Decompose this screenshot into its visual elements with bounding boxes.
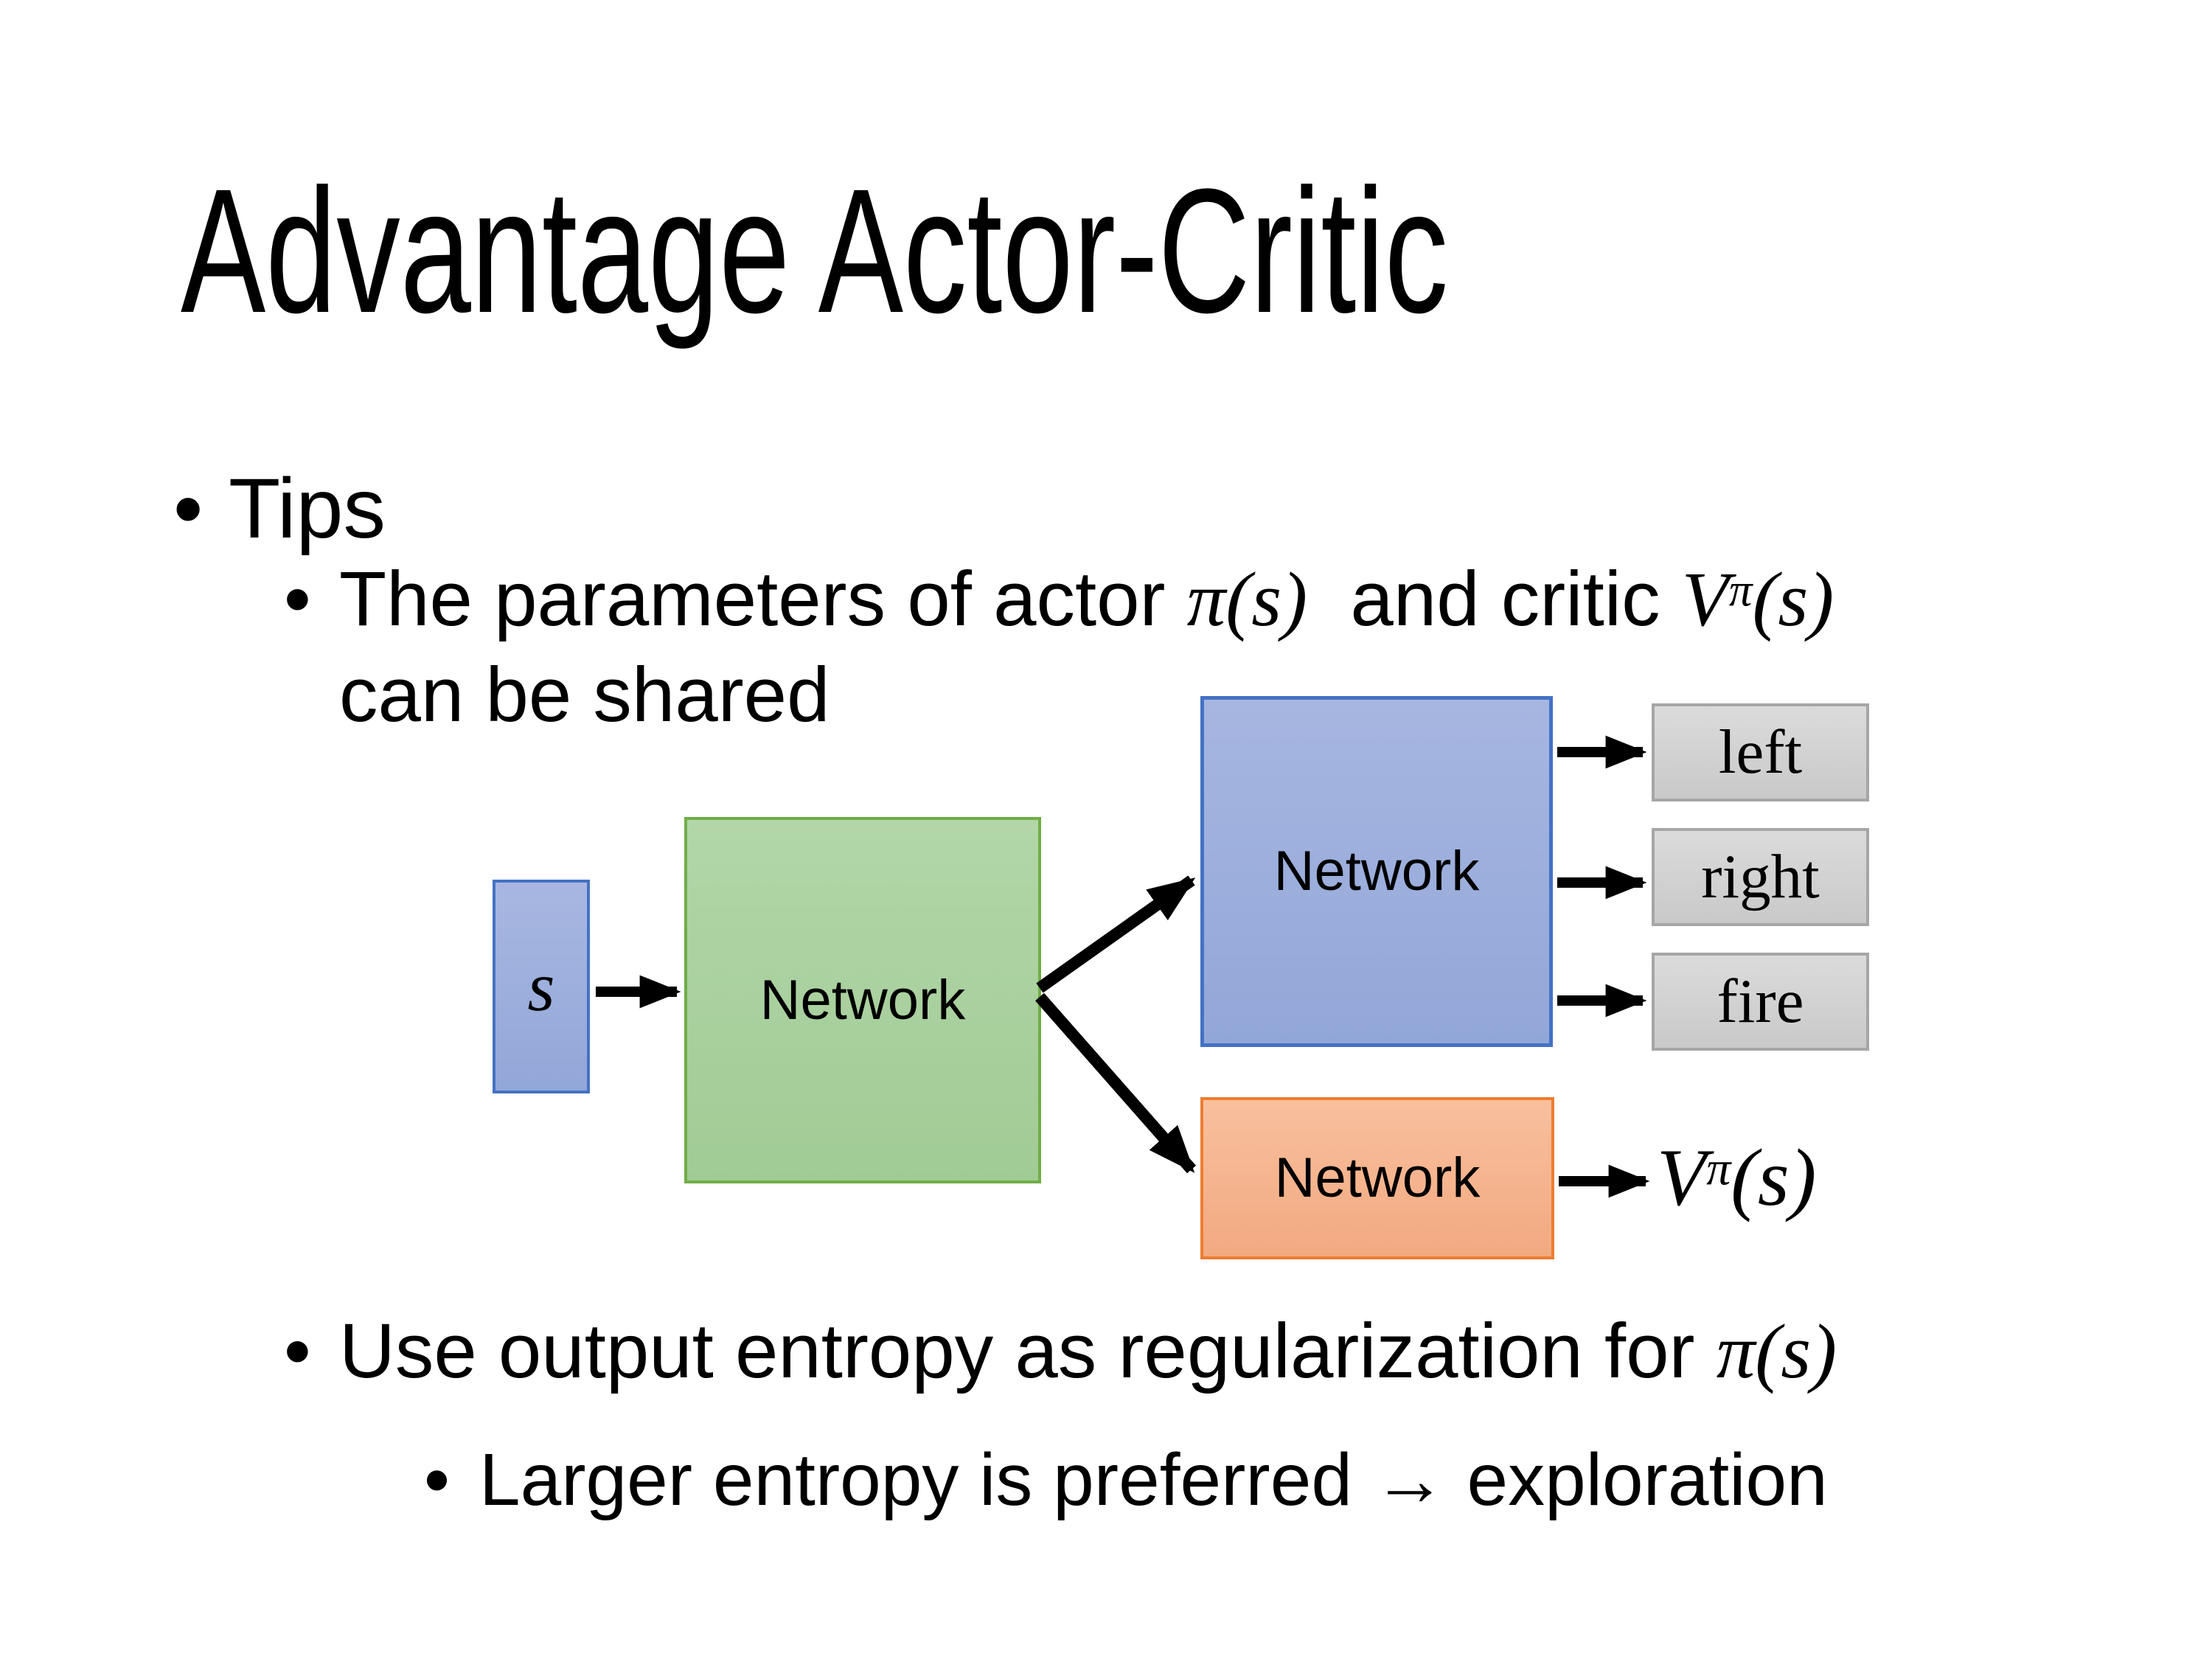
bullet-item-shared-params: • The parameters of actor π(s) and criti… — [284, 560, 1834, 638]
bullet-dot: • — [173, 462, 204, 556]
action-left-box: left — [1652, 703, 1869, 801]
bullet-dot: • — [284, 556, 311, 642]
critic-output-sup: π — [1706, 1141, 1731, 1196]
actor-network-label: Network — [1273, 840, 1480, 902]
bullet-dot: • — [424, 1439, 451, 1521]
bullet-item-entropy: • Use output entropy as regularization f… — [284, 1312, 1837, 1390]
shared-network-label: Network — [759, 968, 966, 1032]
critic-math-sup: π — [1728, 564, 1753, 616]
action-fire-label: fire — [1717, 967, 1804, 1036]
critic-output-base: V — [1657, 1133, 1707, 1222]
exploration-text: Larger entropy is preferred → exploratio… — [479, 1439, 1828, 1521]
entropy-text-before: Use output entropy as regularization for — [339, 1308, 1717, 1394]
action-right-box: right — [1652, 828, 1869, 926]
bullet-item-exploration: • Larger entropy is preferred → explorat… — [424, 1443, 1828, 1517]
bullet-item-tips: • Tips — [173, 467, 386, 552]
arrow-shared-to-critic — [1034, 992, 1197, 1174]
critic-output-value: Vπ(s) — [1657, 1137, 1816, 1218]
tips-label: Tips — [229, 462, 386, 556]
page-title: Advantage Actor-Critic — [181, 152, 1449, 349]
critic-math-args: (s) — [1752, 556, 1834, 642]
critic-output-args: (s) — [1731, 1133, 1817, 1222]
state-input-box: s — [493, 880, 590, 1093]
action-left-label: left — [1718, 717, 1803, 787]
bullet-dot: • — [284, 1308, 311, 1394]
actor-network-box: Network — [1200, 696, 1553, 1047]
critic-value-math: Vπ(s) — [1682, 560, 1834, 638]
shared-params-line2: can be shared — [339, 652, 830, 738]
state-input-label: s — [527, 947, 555, 1026]
action-right-label: right — [1701, 842, 1820, 911]
critic-math-base: V — [1681, 556, 1729, 642]
shared-params-text-before: The parameters of actor — [339, 556, 1187, 642]
critic-network-box: Network — [1200, 1097, 1554, 1259]
shared-params-text-middle: and critic — [1307, 556, 1682, 642]
critic-network-label: Network — [1274, 1147, 1481, 1209]
bullet-item-shared-params-line2: can be shared — [339, 656, 830, 734]
action-fire-box: fire — [1652, 953, 1869, 1051]
shared-network-box: Network — [684, 817, 1041, 1183]
actor-policy-math: π(s) — [1186, 556, 1308, 642]
entropy-policy-math: π(s) — [1716, 1308, 1837, 1394]
arrow-shared-to-actor — [1036, 875, 1196, 993]
